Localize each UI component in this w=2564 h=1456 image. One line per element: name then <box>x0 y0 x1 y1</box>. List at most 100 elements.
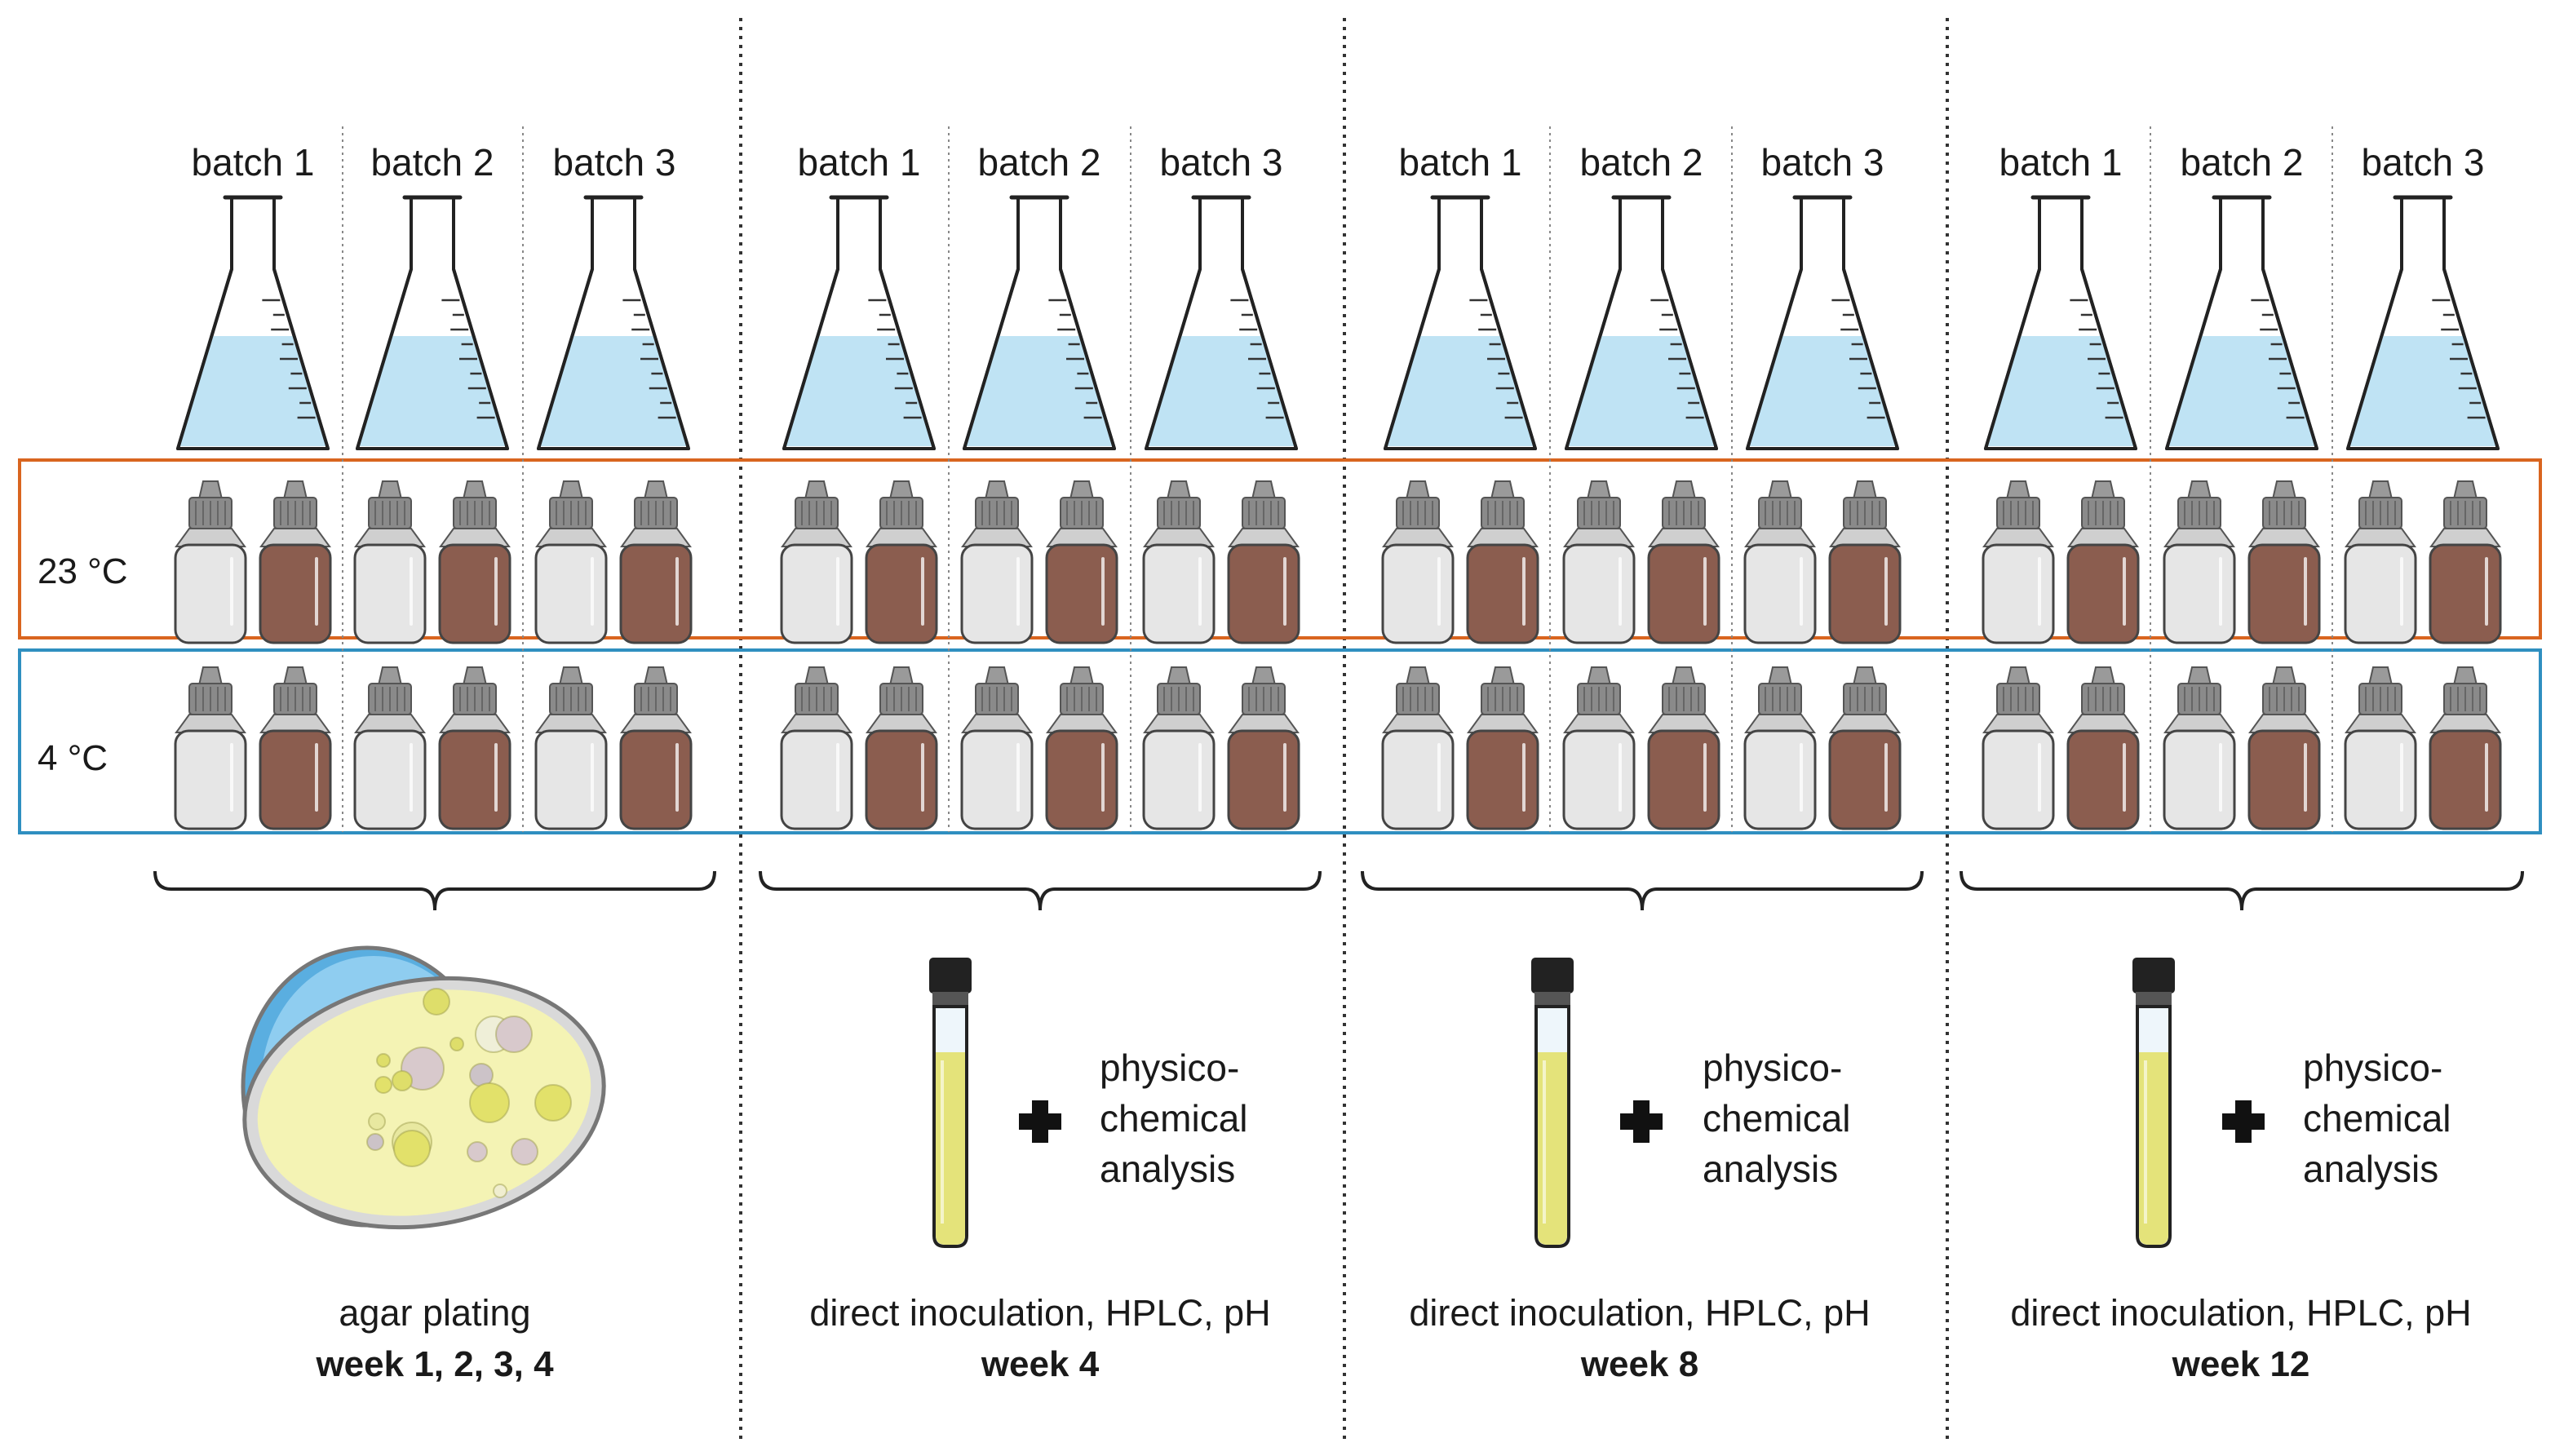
sample-bottle-icon <box>1562 480 1636 644</box>
bottle-body <box>534 729 608 830</box>
bottle-neck <box>1982 528 2054 547</box>
bottle-tip <box>1405 666 1431 686</box>
bottle-body <box>2066 543 2140 644</box>
bottle-neck <box>620 714 692 733</box>
bottle-tip <box>2271 480 2297 500</box>
petri-dish-icon <box>241 945 606 1230</box>
bottle-body <box>259 729 332 830</box>
bottle-body <box>353 729 427 830</box>
bottle-body <box>1982 729 2055 830</box>
bottle-body <box>2247 543 2321 644</box>
bottle-neck <box>1829 528 1901 547</box>
flask-outline <box>356 197 509 450</box>
plus-icon <box>2222 1100 2265 1143</box>
sample-bottle-icon <box>2066 480 2140 644</box>
bottle-body <box>1466 543 1539 644</box>
bottle-body <box>865 543 938 644</box>
bottle-neck <box>781 714 852 733</box>
bottle-body <box>2344 543 2417 644</box>
bottle-tip <box>888 666 914 686</box>
flask-liquid <box>179 336 326 446</box>
bottle-body <box>259 543 332 644</box>
erlenmeyer-flask-icon <box>176 195 330 450</box>
bottle-neck <box>1744 714 1816 733</box>
batch-label: batch 1 <box>191 141 315 184</box>
extra-line: chemical <box>1703 1097 1851 1140</box>
sample-bottle-icon <box>259 480 332 644</box>
bottle-tip <box>2367 480 2394 500</box>
bottle-neck <box>1143 528 1215 547</box>
sample-bottle-icon <box>2066 666 2140 830</box>
colony <box>449 1037 464 1051</box>
bottle-body <box>438 543 511 644</box>
batch-label: batch 3 <box>552 141 676 184</box>
flask-outline <box>782 197 936 450</box>
bottle-neck <box>1982 714 2054 733</box>
method-caption: direct inoculation, HPLC, pH <box>2010 1292 2472 1334</box>
bottle-body <box>1982 543 2055 644</box>
bottle-neck <box>1382 528 1454 547</box>
flask-liquid <box>2349 336 2496 446</box>
bottle-neck <box>439 714 511 733</box>
sample-bottle-icon <box>1743 666 1817 830</box>
bottle-neck <box>354 714 426 733</box>
bottle-neck <box>1648 714 1720 733</box>
bottle-tip <box>2186 666 2212 686</box>
bottle-tip <box>1166 480 1192 500</box>
bottle-tip <box>984 666 1010 686</box>
tube-liquid <box>2139 1052 2168 1245</box>
bottle-body <box>1045 729 1118 830</box>
group-brace <box>1960 870 2524 911</box>
bottle-body <box>2429 729 2502 830</box>
bottle-body <box>1647 543 1720 644</box>
erlenmeyer-flask-icon <box>782 195 936 450</box>
tube-cap-band <box>932 992 968 1007</box>
bottle-neck <box>2345 714 2416 733</box>
bottle-tip <box>1490 480 1516 500</box>
bottle-neck <box>866 528 937 547</box>
bottle-body <box>1562 729 1636 830</box>
bottle-tip <box>1166 666 1192 686</box>
extra-line: chemical <box>1100 1097 1248 1140</box>
bottle-body <box>1227 729 1300 830</box>
sample-bottle-icon <box>534 480 608 644</box>
colony <box>495 1016 533 1053</box>
sample-bottle-icon <box>780 666 853 830</box>
sample-bottle-icon <box>2163 666 2236 830</box>
colony <box>493 1184 507 1198</box>
flask-liquid <box>359 336 506 446</box>
bottle-neck <box>961 528 1033 547</box>
erlenmeyer-flask-icon <box>537 195 690 450</box>
bottle-neck <box>2429 714 2501 733</box>
erlenmeyer-flask-icon <box>1746 195 1899 450</box>
bottle-body <box>2429 543 2502 644</box>
colony <box>392 1070 413 1091</box>
flask-outline <box>963 197 1116 450</box>
bottle-tip <box>377 666 403 686</box>
batch-label: batch 3 <box>2361 141 2485 184</box>
colony <box>393 1130 431 1167</box>
bottle-tip <box>2271 666 2297 686</box>
flask-outline <box>1145 197 1298 450</box>
extra-line: physico- <box>2303 1047 2443 1089</box>
sample-bottle-icon <box>865 666 938 830</box>
extra-line: chemical <box>2303 1097 2451 1140</box>
tube-cap <box>1531 958 1574 994</box>
bottle-neck <box>354 528 426 547</box>
bottle-tip <box>462 666 488 686</box>
tube-cap-band <box>2136 992 2172 1007</box>
group-brace <box>1361 870 1924 911</box>
bottle-body <box>865 729 938 830</box>
bottle-neck <box>259 714 331 733</box>
erlenmeyer-flask-icon <box>963 195 1116 450</box>
bottle-neck <box>1143 714 1215 733</box>
sample-bottle-icon <box>1982 480 2055 644</box>
batch-label: batch 1 <box>1999 141 2123 184</box>
bottle-body <box>1647 729 1720 830</box>
physico-chemical-label: physico- chemical analysis <box>1100 1042 1248 1194</box>
bottle-neck <box>2067 714 2139 733</box>
colony <box>374 1076 392 1094</box>
flask-outline <box>2165 197 2318 450</box>
bottle-body <box>780 543 853 644</box>
